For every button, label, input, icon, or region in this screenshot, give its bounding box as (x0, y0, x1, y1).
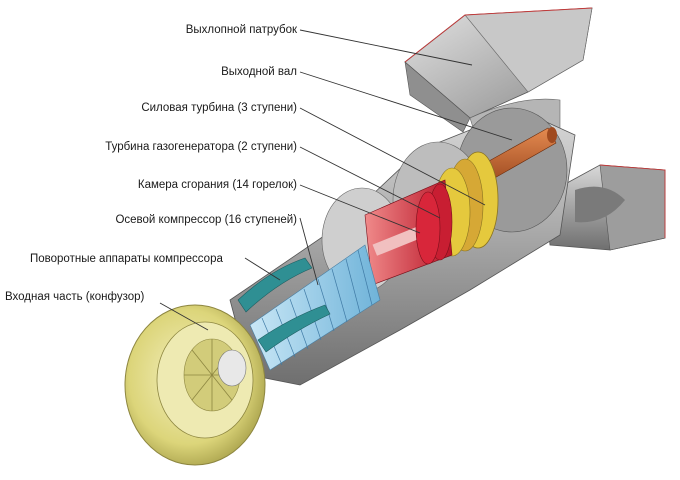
label-gg-turbine: Турбина газогенератора (2 ступени) (105, 141, 297, 153)
label-power-turbine: Силовая турбина (3 ступени) (141, 102, 297, 114)
label-compressor: Осевой компрессор (16 ступеней) (115, 214, 297, 226)
leader-output-shaft (299, 71, 513, 141)
leader-power-turbine (299, 107, 486, 206)
label-output-shaft: Выходной вал (221, 66, 297, 78)
leader-guide-vanes (244, 257, 281, 281)
leader-exhaust (299, 29, 473, 66)
combustion-chamber (364, 179, 453, 286)
label-inlet: Входная часть (конфузор) (5, 291, 145, 303)
leader-compressor (299, 217, 319, 286)
exhaust-duct (404, 7, 666, 251)
label-exhaust: Выхлопной патрубок (185, 24, 297, 36)
leader-gg-turbine (299, 146, 441, 219)
leader-combustor (299, 184, 421, 234)
leader-inlet (159, 302, 209, 331)
label-combustor: Камера сгорания (14 горелок) (137, 179, 297, 191)
label-guide-vanes: Поворотные аппараты компрессора (30, 253, 223, 265)
compressor-guide-vanes (237, 257, 331, 353)
leader-lines (159, 29, 513, 331)
inlet-bellmouth (124, 304, 266, 466)
